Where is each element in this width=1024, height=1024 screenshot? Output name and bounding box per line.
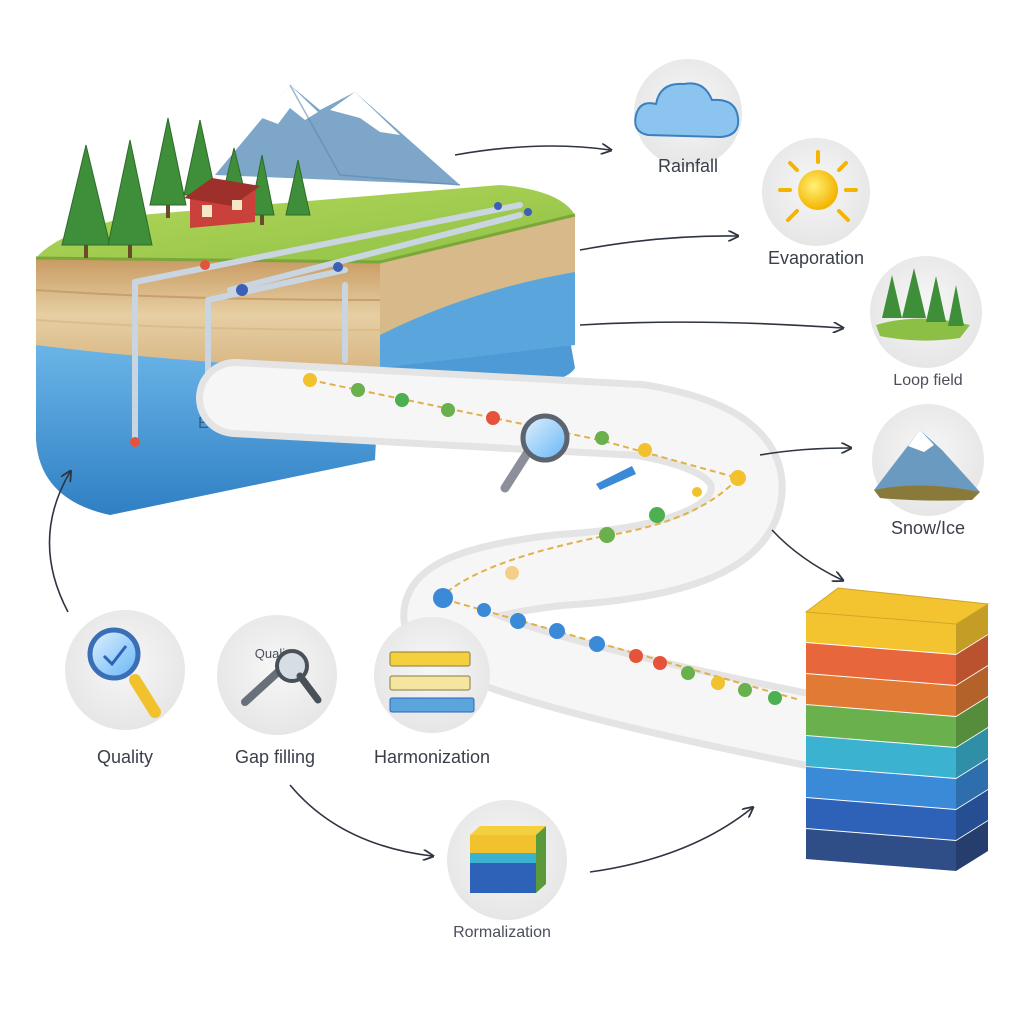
wrench-magnifier-icon xyxy=(241,649,322,706)
flow-arrows xyxy=(48,146,850,873)
stack-layer-side xyxy=(956,635,988,685)
sun-icon xyxy=(778,150,858,222)
quality-label: Quality xyxy=(96,747,154,767)
stack-layer-front xyxy=(806,643,956,685)
harmonization-node xyxy=(374,617,490,733)
gap-filling-node: Quality xyxy=(217,615,337,735)
quality-node xyxy=(65,610,185,730)
stack-layer-side xyxy=(956,790,988,840)
rainfall-label: Rainfall xyxy=(657,156,719,176)
small-sensor-icon xyxy=(596,466,636,490)
harmonization-label: Harmonization xyxy=(373,747,491,767)
magnifier-icon xyxy=(87,627,161,718)
stack-layer-side xyxy=(956,697,988,747)
snow-ice-node xyxy=(872,404,984,516)
evaporation-node xyxy=(762,138,870,246)
mountain-range xyxy=(215,84,461,186)
formatting-node xyxy=(447,800,567,920)
data-points xyxy=(303,373,782,705)
mountain-icon xyxy=(874,430,980,501)
loop-field-node xyxy=(870,256,982,368)
snow-ice-label: Snow/Ice xyxy=(890,518,966,538)
stack-layer-side xyxy=(956,821,988,871)
forest-icon xyxy=(876,268,970,341)
pipe-network xyxy=(132,202,523,443)
formatting-label: Rormalization xyxy=(453,924,551,941)
stack-layer-front xyxy=(806,674,956,716)
stack-layer-side xyxy=(956,666,988,716)
stack-layer-front xyxy=(806,829,956,871)
stack-layer-side xyxy=(956,728,988,778)
stack-layer-front xyxy=(806,798,956,840)
stack-layer-top xyxy=(804,587,990,625)
farm-house xyxy=(184,178,260,228)
gap-filling-label: Gap filling xyxy=(234,747,316,767)
bars-icon xyxy=(389,651,475,713)
rainfall-node xyxy=(634,59,742,167)
stack-layer-front xyxy=(806,767,956,809)
evaporation-label: Evaporation xyxy=(767,248,865,268)
stack-layer-side xyxy=(956,759,988,809)
cloud-icon xyxy=(634,82,740,139)
blocks-icon xyxy=(470,826,546,893)
path-magnifier-icon xyxy=(500,413,570,493)
loop-field-label: Loop field xyxy=(893,372,963,389)
data-layer-stack xyxy=(804,587,990,871)
stack-layer-side xyxy=(956,604,988,654)
stack-layer-front xyxy=(806,736,956,778)
stack-layer-front xyxy=(806,705,956,747)
stack-layer-front xyxy=(806,612,956,654)
